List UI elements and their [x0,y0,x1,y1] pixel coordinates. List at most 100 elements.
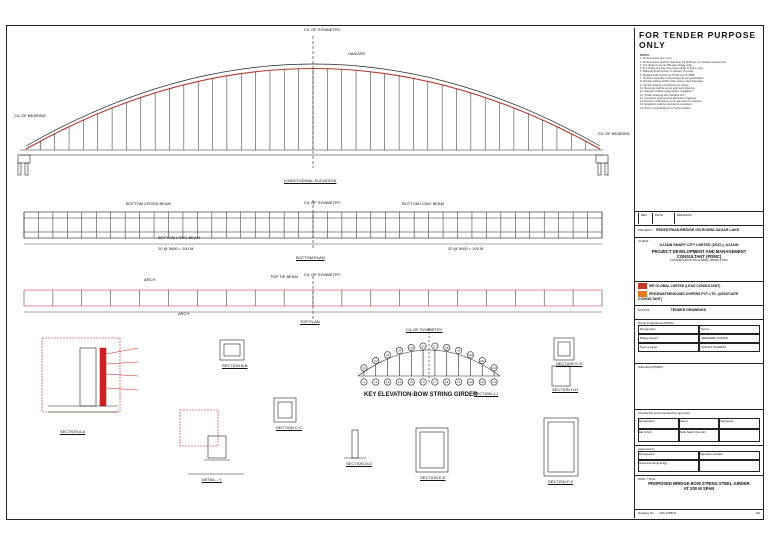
key-top-node-label: U12 [492,366,498,370]
note-item: 4. The bridge is a bow string steel gird… [640,67,704,71]
role-3: EE (Civil) [638,429,679,442]
designation-2: Designation [638,418,679,429]
key-top-node [455,347,463,355]
key-bottom-node-label: L8 [445,380,449,384]
approved-row: Approved by Designation Signature & Date… [635,445,763,475]
section-ff-title: SECTION F-F [548,479,574,484]
project-name: PEDESTRIAN BRIDGE ON RUDRA SAGAR LAKE [656,228,740,232]
rev-date-header: DATE [652,213,674,224]
section-aa-title: SECTION A-A [60,429,86,434]
signature-col: Signature [719,418,760,429]
note-item: 8. All bolts shall be HSFG bolts unless … [640,80,704,84]
name-2: SANJAY SHARMA [699,343,760,352]
submit-label: Submitted (PDMC) [638,365,664,369]
name-header: Name [699,325,760,334]
designation-3: Designation [638,451,699,460]
designation-header: Designation [638,325,699,334]
drawing-no-row: Drawing No. USCL/PB/01 R0 [635,509,763,517]
key-top-node-label: U4 [398,349,402,353]
key-bottom-node [372,378,380,386]
name-3: Tarik Saleh Qureshi [678,429,720,442]
note-item: 10. Bearings shall be as per approved dr… [640,86,696,90]
approved-label: Approved by [638,447,655,451]
top-plan [23,276,603,320]
name-1: ABHISHEK KUMAR [699,334,760,343]
bottom-plan [23,200,603,250]
sig-4 [699,460,760,472]
key-top-node-label: U9 [457,349,461,353]
key-top-node-label: U8 [445,346,449,350]
key-top-node [431,342,439,350]
cl-bearing-left-label: C/L OF BEARING [14,113,46,118]
key-bottom-node [478,378,486,386]
section-gg-title: SECTION G-G [556,361,583,366]
key-top-node [490,364,498,372]
section-dd-title: SECTION D-D [346,461,372,466]
key-bottom-node-label: L6 [422,380,426,384]
key-bottom-node [395,378,403,386]
key-bottom-node [407,378,415,386]
key-bottom-node-label: L5 [410,380,414,384]
bottom-long-beam-label: BOTTOM LONG BEAM [402,201,444,206]
section-aa-drawing [41,337,139,413]
rev-no-header: REV [638,213,652,224]
ipe-logo [638,283,647,289]
status-value: TENDER DRAWINGS [670,308,707,312]
signature-3 [719,429,760,442]
key-bottom-node-label: L3 [386,380,390,384]
section-jj-title: SECTION J-J [474,391,499,396]
key-top-node-label: U1 [362,366,366,370]
name-sig-label: Name & Signature (PDMC) [638,321,675,325]
note-item: 11. Hangers shall be tested before insta… [640,90,694,94]
checked-row: Checked & recommended for approval Desig… [635,409,763,445]
key-top-node [419,342,427,350]
top-plan-arch-bottom-label: ARCH [178,311,190,316]
cl-bearing-right-label: C/L OF BEARING [598,131,630,136]
longitudinal-elevation [17,36,609,176]
bottom-long-beam-label-2: BOTTOM LONG BEAM [158,235,200,240]
note-item: 2. All dimensions shall be read from the… [640,60,727,64]
key-top-node-label: U2 [374,359,378,363]
client-row: CLIENT UJJAIN SMART CITY LIMITED (USCL),… [635,237,763,281]
pdmc-sub: CONSORTIUM OF IPE GLOBAL LIMITED & PWC [669,259,729,262]
status-label: STATUS [638,308,650,312]
dwg-title-label: DWG. TITLE [638,477,656,481]
status-row: STATUS TENDER DRAWINGS [635,305,763,319]
bottom-plan-cl-symmetry-label: C/L OF SYMMETRY [304,200,341,205]
checked-table: Designation Name Signature EE (Civil) Ta… [638,418,760,442]
drawing-no: USCL/PB/01 [659,511,677,515]
note-item: 15. Deviations shall be reported to cons… [640,103,693,107]
key-elevation-title: KEY ELEVATION-BOW STRING GIRDER [364,392,478,398]
section-bb-title: SECTION B-B [222,363,248,368]
role-4: Superintending Engg. [638,460,699,472]
top-plan-arch-label: ARCH [144,277,156,282]
key-bottom-node-label: L2 [374,380,378,384]
key-bottom-node [443,378,451,386]
hanger-label: HANGER [348,51,366,56]
note-item: 6. Welding shall conform to IS 816 and I… [640,73,695,77]
key-bottom-node [490,378,498,386]
bottom-plan-title: BOTTOM PLAN [296,255,325,260]
consultant-1: IPE GLOBAL LIMITED (LEAD CONSULTANT) [649,283,721,288]
key-elevation-cl-symmetry-label: C/L OF SYMMETRY [406,327,443,332]
key-top-node-label: U7 [433,344,437,348]
key-top-node [384,351,392,359]
key-bottom-node-label: L9 [457,380,461,384]
key-bottom-node [419,378,427,386]
key-top-node [443,344,451,352]
key-bottom-node-label: L10 [468,380,473,384]
sheet-rev: R0 [756,511,760,515]
tender-header: FOR TENDER PURPOSE ONLY [639,30,757,50]
key-top-node [407,344,415,352]
approved-table: Designation Signature & Date Superintend… [638,451,760,472]
top-plan-title: TOP PLAN [300,319,320,324]
key-top-node [466,351,474,359]
key-top-node [395,347,403,355]
key-top-node-label: U5 [409,346,413,350]
section-hh-title: SECTION H-H [552,387,578,392]
note-item: 1. All dimensions are in mm. [640,57,673,61]
key-bottom-node [384,378,392,386]
key-bottom-node [360,378,368,386]
note-item: 13. Contractor shall prepare fabrication… [640,96,697,100]
engineering-drawing: U1L1U2L2U3L3U4L4U5L5U6L6U7L7U8L8U9L9U10L… [17,36,609,477]
